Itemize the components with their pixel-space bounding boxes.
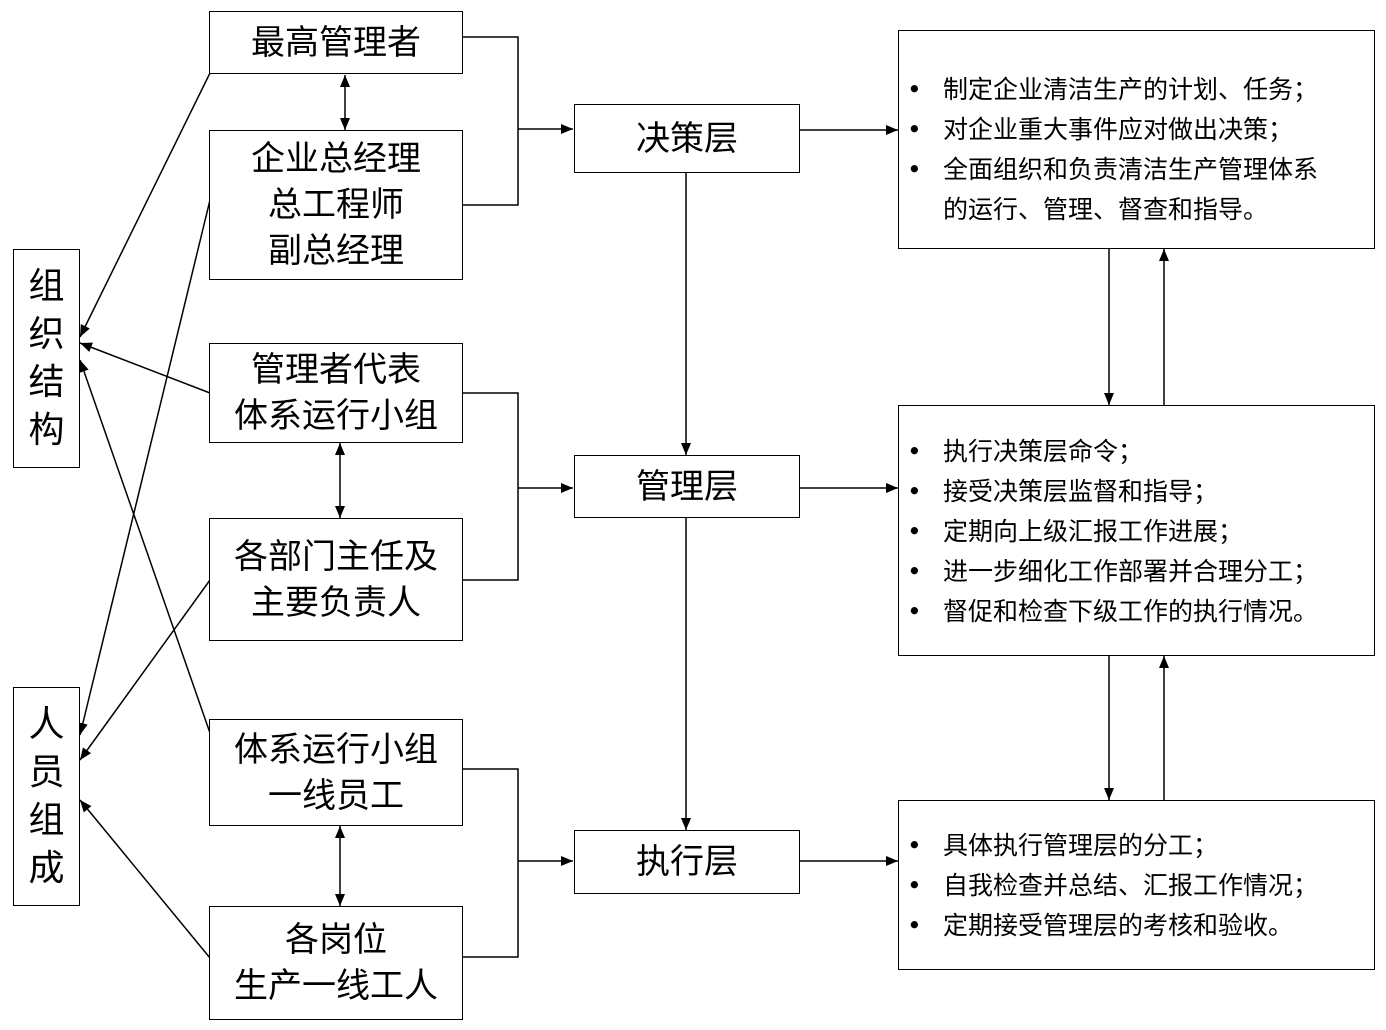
workers-box: 各岗位 生产一线工人 bbox=[209, 906, 463, 1020]
duty-item: •进一步细化工作部署并合理分工； bbox=[907, 557, 1319, 586]
dept-to-personnel bbox=[79, 579, 211, 761]
duty-item: •定期接受管理层的考核和验收。 bbox=[907, 911, 1294, 940]
duty-item: •全面组织和负责清洁生产管理体系的运行、管理、督查和指导。 bbox=[907, 155, 1319, 224]
management-layer-box: 管理层 bbox=[574, 455, 800, 518]
dept-heads-box: 各部门主任及 主要负责人 bbox=[209, 518, 463, 641]
bracket-management bbox=[462, 392, 573, 581]
duty-item: •具体执行管理层的分工； bbox=[907, 831, 1219, 860]
duty-item: •对企业重大事件应对做出决策； bbox=[907, 115, 1294, 144]
execution-duties-box: •具体执行管理层的分工； •自我检查并总结、汇报工作情况； •定期接受管理层的考… bbox=[898, 800, 1375, 970]
duty-item: •督促和检查下级工作的执行情况。 bbox=[907, 597, 1319, 626]
execution-layer-box: 执行层 bbox=[574, 830, 800, 894]
decision-layer-box: 决策层 bbox=[574, 104, 800, 173]
duty-item: •自我检查并总结、汇报工作情况； bbox=[907, 871, 1319, 900]
executives-box: 企业总经理 总工程师 副总经理 bbox=[209, 130, 463, 280]
top-manager-box: 最高管理者 bbox=[209, 11, 463, 74]
decision-duties-box: •制定企业清洁生产的计划、任务； •对企业重大事件应对做出决策； •全面组织和负… bbox=[898, 30, 1375, 249]
exec-to-personnel bbox=[77, 199, 211, 736]
personnel-label: 人 员 组 成 bbox=[13, 687, 80, 906]
duty-item: •执行决策层命令； bbox=[907, 437, 1144, 466]
workers-to-personnel bbox=[79, 799, 211, 959]
duty-item: •定期向上级汇报工作进展； bbox=[907, 517, 1244, 546]
org-structure-label: 组 织 结 构 bbox=[13, 249, 80, 468]
duty-item: •接受决策层监督和指导； bbox=[907, 477, 1219, 506]
mgmt-rep-box: 管理者代表 体系运行小组 bbox=[209, 343, 463, 443]
staff-to-org bbox=[79, 359, 211, 734]
frontline-staff-box: 体系运行小组 一线员工 bbox=[209, 719, 463, 826]
rep-to-org bbox=[79, 342, 211, 394]
top-to-org bbox=[79, 72, 211, 338]
bracket-execution bbox=[462, 768, 573, 958]
management-duties-box: •执行决策层命令； •接受决策层监督和指导； •定期向上级汇报工作进展； •进一… bbox=[898, 405, 1375, 656]
bracket-decision bbox=[462, 36, 573, 206]
duty-item: •制定企业清洁生产的计划、任务； bbox=[907, 75, 1319, 104]
